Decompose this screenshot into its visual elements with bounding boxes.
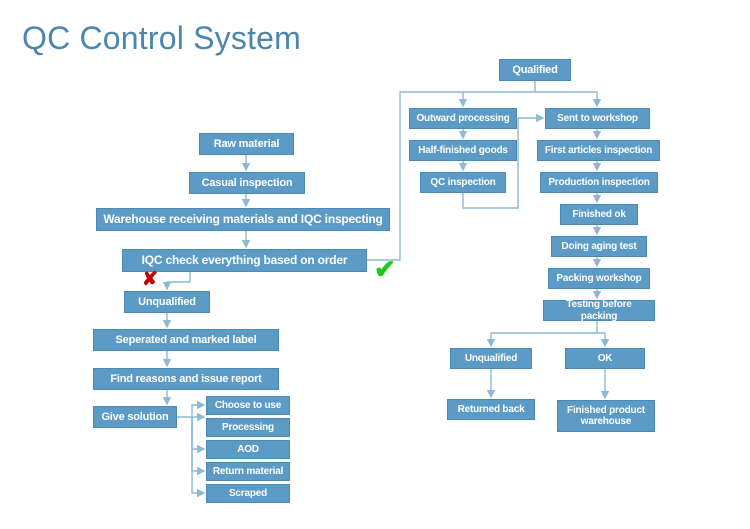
node-qc-inspection[interactable]: QC inspection [420,172,506,193]
node-returned-back[interactable]: Returned back [447,399,535,420]
node-iqc-check[interactable]: IQC check everything based on order [122,249,367,272]
node-warehouse-receiving[interactable]: Warehouse receiving materials and IQC in… [96,208,390,231]
node-ok-final[interactable]: OK [565,348,645,369]
accept-check-icon: ✔ [374,254,396,284]
node-sent-to-workshop[interactable]: Sent to workshop [545,108,650,129]
node-packing-workshop[interactable]: Packing workshop [548,268,650,289]
node-outward-processing[interactable]: Outward processing [409,108,517,129]
node-unqualified-incoming[interactable]: Unqualified [124,291,210,313]
node-qualified[interactable]: Qualified [499,59,571,81]
node-choose-to-use[interactable]: Choose to use [206,396,290,415]
node-raw-material[interactable]: Raw material [199,133,294,155]
node-unqualified-final[interactable]: Unqualified [450,348,532,369]
page-title: QC Control System [22,20,302,56]
node-separated-and-marked-label[interactable]: Seperated and marked label [93,329,279,351]
node-doing-aging-test[interactable]: Doing aging test [551,236,647,257]
reject-x-icon: ✘ [142,269,158,290]
node-finished-product-warehouse[interactable]: Finished product warehouse [557,400,655,432]
node-return-material[interactable]: Return material [206,462,290,481]
node-processing[interactable]: Processing [206,418,290,437]
node-give-solution[interactable]: Give solution [93,406,177,428]
node-testing-before-packing[interactable]: Testing before packing [543,299,655,322]
node-scraped[interactable]: Scraped [206,484,290,503]
node-find-reasons-and-issue-report[interactable]: Find reasons and issue report [93,368,279,390]
node-production-inspection[interactable]: Production inspection [540,172,658,193]
node-finished-ok[interactable]: Finished ok [560,204,638,225]
node-casual-inspection[interactable]: Casual inspection [189,172,305,194]
node-aod[interactable]: AOD [206,440,290,459]
node-first-articles-inspection[interactable]: First articles inspection [537,140,660,161]
node-half-finished-goods[interactable]: Half-finished goods [409,140,517,161]
